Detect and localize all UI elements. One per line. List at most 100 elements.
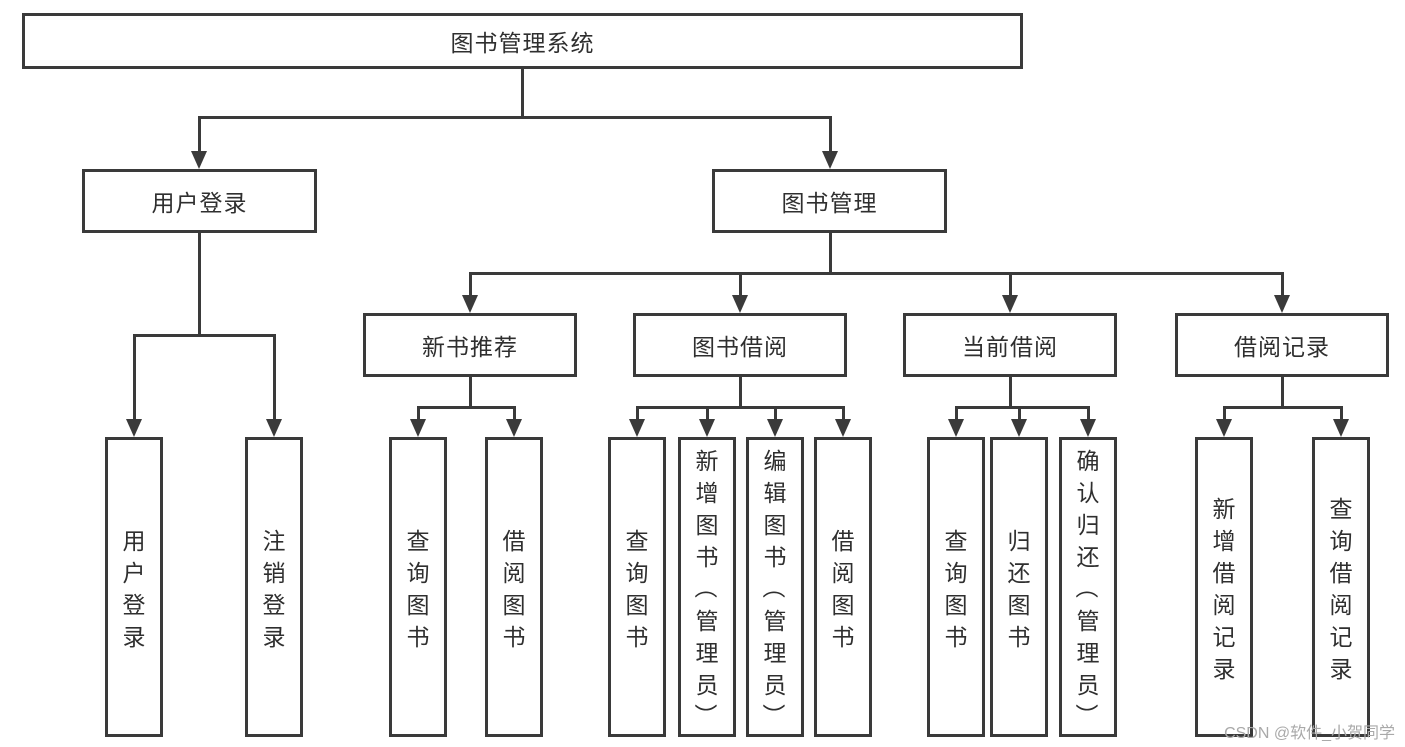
connector-line: [132, 333, 276, 337]
vertical-char: 录: [122, 624, 146, 650]
connector-line: [1280, 377, 1284, 408]
vertical-char: 管: [695, 608, 719, 634]
vertical-char: 理: [1076, 640, 1100, 666]
connector-line: [828, 117, 832, 163]
vertical-char: 录: [1212, 656, 1236, 682]
vertical-char: 询: [625, 560, 649, 586]
connector-line: [272, 335, 276, 431]
vertical-char: 员: [695, 672, 719, 698]
vertical-char: 阅: [831, 560, 855, 586]
vertical-char: 记: [1212, 624, 1236, 650]
connector-line: [197, 115, 832, 119]
vertical-char: 销: [262, 560, 286, 586]
vertical-char: 新: [695, 448, 719, 474]
arrowhead-icon: [699, 419, 715, 437]
vertical-char: 查: [944, 528, 968, 554]
leaf-user-login: 用户登录: [105, 437, 163, 737]
vertical-char: 图: [1007, 592, 1031, 618]
leaf-confirm-return-admin: 确认归还（管理员）: [1059, 437, 1117, 737]
vertical-char: 管: [1076, 608, 1100, 634]
vertical-char: 理: [763, 640, 787, 666]
vertical-char: 图: [944, 592, 968, 618]
vertical-char: ）: [760, 703, 786, 727]
vertical-char: 辑: [763, 480, 787, 506]
vertical-char: 新: [1212, 496, 1236, 522]
connector-line: [468, 273, 472, 307]
vertical-char: 借: [831, 528, 855, 554]
vertical-char: 图: [831, 592, 855, 618]
vertical-char: 书: [831, 624, 855, 650]
vertical-char: 户: [122, 560, 146, 586]
node-root: 图书管理系统: [22, 13, 1023, 69]
arrowhead-icon: [835, 419, 851, 437]
node-new-book-recommend: 新书推荐: [363, 313, 577, 377]
arrowhead-icon: [948, 419, 964, 437]
arrowhead-icon: [462, 295, 478, 313]
vertical-char: 借: [502, 528, 526, 554]
vertical-char: 查: [1329, 496, 1353, 522]
arrowhead-icon: [1274, 295, 1290, 313]
vertical-char: 询: [944, 560, 968, 586]
leaf-query-borrow-record: 查询借阅记录: [1312, 437, 1370, 737]
arrowhead-icon: [1002, 295, 1018, 313]
vertical-char: 录: [262, 624, 286, 650]
vertical-char: 阅: [1329, 592, 1353, 618]
vertical-char: 确: [1076, 448, 1100, 474]
leaf-add-borrow-record: 新增借阅记录: [1195, 437, 1253, 737]
connector-line: [468, 271, 1284, 275]
arrowhead-icon: [191, 151, 207, 169]
vertical-char: 用: [122, 528, 146, 554]
vertical-char: 图: [695, 512, 719, 538]
leaf-return-book: 归还图书: [990, 437, 1048, 737]
vertical-char: （: [1073, 575, 1099, 599]
arrowhead-icon: [506, 419, 522, 437]
vertical-char: 管: [763, 608, 787, 634]
vertical-char: 书: [502, 624, 526, 650]
vertical-char: 阅: [502, 560, 526, 586]
arrowhead-icon: [1216, 419, 1232, 437]
node-user-login: 用户登录: [82, 169, 317, 233]
vertical-char: 增: [695, 480, 719, 506]
leaf-borrow-book-recommend: 借阅图书: [485, 437, 543, 737]
arrowhead-icon: [1011, 419, 1027, 437]
leaf-logout: 注销登录: [245, 437, 303, 737]
vertical-char: 书: [625, 624, 649, 650]
vertical-char: 注: [262, 528, 286, 554]
vertical-char: 图: [406, 592, 430, 618]
vertical-char: ）: [1073, 703, 1099, 727]
vertical-char: 编: [763, 448, 787, 474]
vertical-char: 书: [763, 544, 787, 570]
vertical-char: （: [692, 575, 718, 599]
leaf-query-book-recommend: 查询图书: [389, 437, 447, 737]
connector-line: [954, 405, 1090, 409]
node-book-management: 图书管理: [712, 169, 947, 233]
vertical-char: 查: [625, 528, 649, 554]
arrowhead-icon: [822, 151, 838, 169]
vertical-char: 认: [1076, 480, 1100, 506]
arrowhead-icon: [126, 419, 142, 437]
connector-line: [738, 377, 742, 408]
connector-line: [197, 233, 201, 336]
arrowhead-icon: [732, 295, 748, 313]
arrowhead-icon: [266, 419, 282, 437]
vertical-char: 归: [1007, 528, 1031, 554]
vertical-char: 还: [1007, 560, 1031, 586]
connector-line: [635, 405, 845, 409]
vertical-char: （: [760, 575, 786, 599]
vertical-char: 借: [1329, 560, 1353, 586]
vertical-char: 登: [122, 592, 146, 618]
vertical-char: 图: [502, 592, 526, 618]
vertical-char: 归: [1076, 512, 1100, 538]
vertical-char: 记: [1329, 624, 1353, 650]
vertical-char: 查: [406, 528, 430, 554]
vertical-char: 询: [1329, 528, 1353, 554]
connector-line: [520, 69, 524, 118]
connector-line: [132, 335, 136, 431]
vertical-char: ）: [692, 703, 718, 727]
vertical-char: 图: [763, 512, 787, 538]
connector-line: [1222, 405, 1343, 409]
connector-line: [738, 273, 742, 307]
vertical-char: 登: [262, 592, 286, 618]
node-borrow-record: 借阅记录: [1175, 313, 1389, 377]
